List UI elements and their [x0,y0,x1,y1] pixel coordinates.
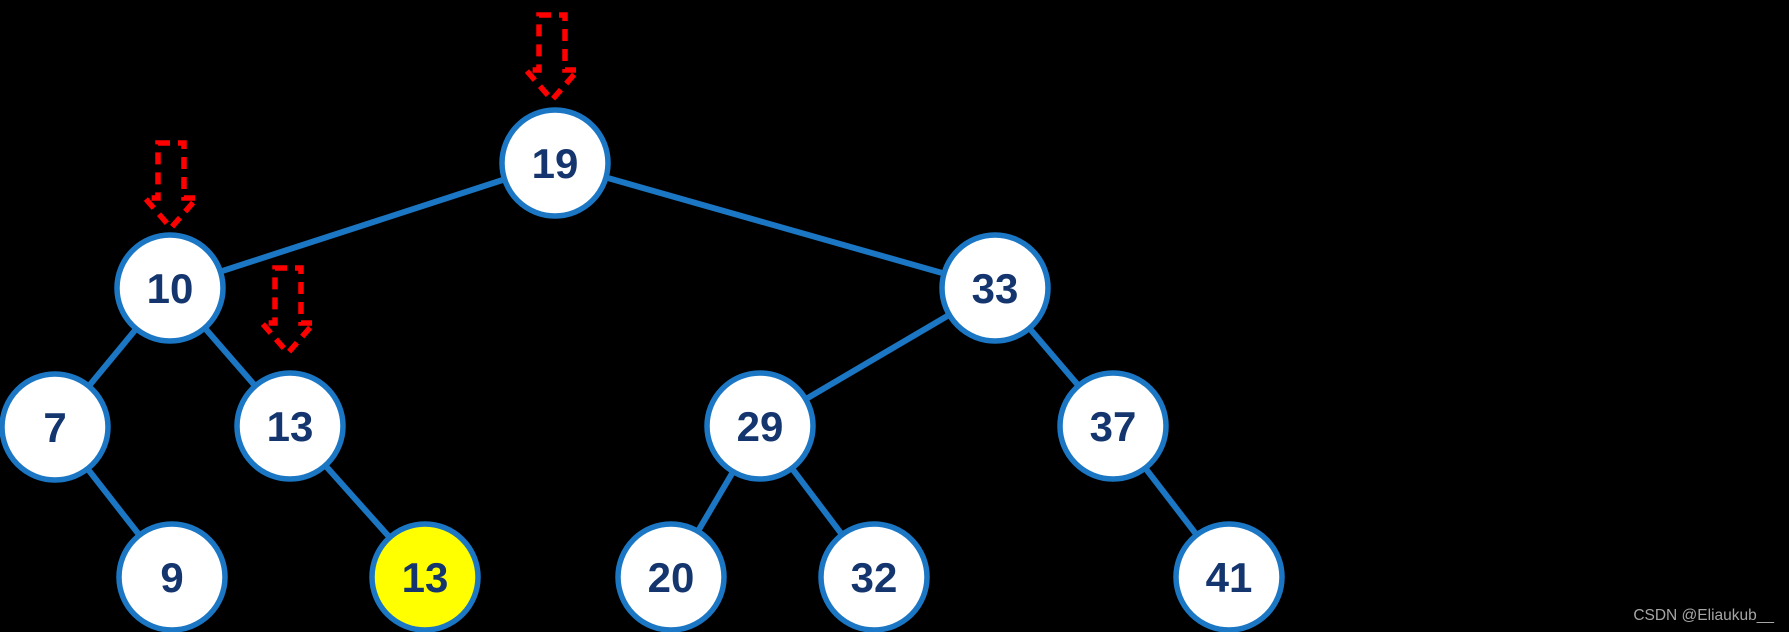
watermark-text: CSDN @Eliaukub__ [1633,607,1774,624]
node-value: 13 [267,403,314,450]
node-value: 29 [737,403,784,450]
node-circle [818,521,930,632]
node-circle [1173,521,1285,632]
tree-node-41: 41 [1173,521,1285,632]
tree-edge [169,160,556,291]
node-value: 33 [972,265,1019,312]
tree-node-37: 37 [1057,370,1169,482]
node-circle [704,370,816,482]
node-value: 32 [851,554,898,601]
node-value: 41 [1206,554,1253,601]
node-value: 37 [1090,403,1137,450]
tree-node-19: 19 [499,107,611,219]
node-circle [615,521,727,632]
tree-edges [52,160,1232,579]
tree-node-32: 32 [818,521,930,632]
tree-node-10: 10 [114,232,226,344]
node-circle [114,232,226,344]
node-value: 10 [147,265,194,312]
pointer-arrows [138,12,585,358]
tree-node-29: 29 [704,370,816,482]
node-circle-highlighted [369,521,481,632]
tree-node-9: 9 [116,521,228,632]
arrow-down-icon [255,265,321,358]
node-circle [234,370,346,482]
node-value: 9 [160,554,183,601]
arrow-down-icon [519,12,585,105]
tree-node-13-highlighted: 13 [369,521,481,632]
node-value: 7 [43,404,66,451]
node-circle [939,232,1051,344]
node-circle [0,371,111,483]
tree-node-13: 13 [234,370,346,482]
tree-edge [554,160,996,291]
tree-nodes: 19 10 33 7 13 29 [0,107,1285,632]
node-circle [499,107,611,219]
arrow-down-icon [138,140,204,233]
node-value: 19 [532,140,579,187]
node-circle [1057,370,1169,482]
node-value: 20 [648,554,695,601]
tree-node-7: 7 [0,371,111,483]
tree-node-33: 33 [939,232,1051,344]
node-value: 13 [402,554,449,601]
node-circle [116,521,228,632]
tree-node-20: 20 [615,521,727,632]
